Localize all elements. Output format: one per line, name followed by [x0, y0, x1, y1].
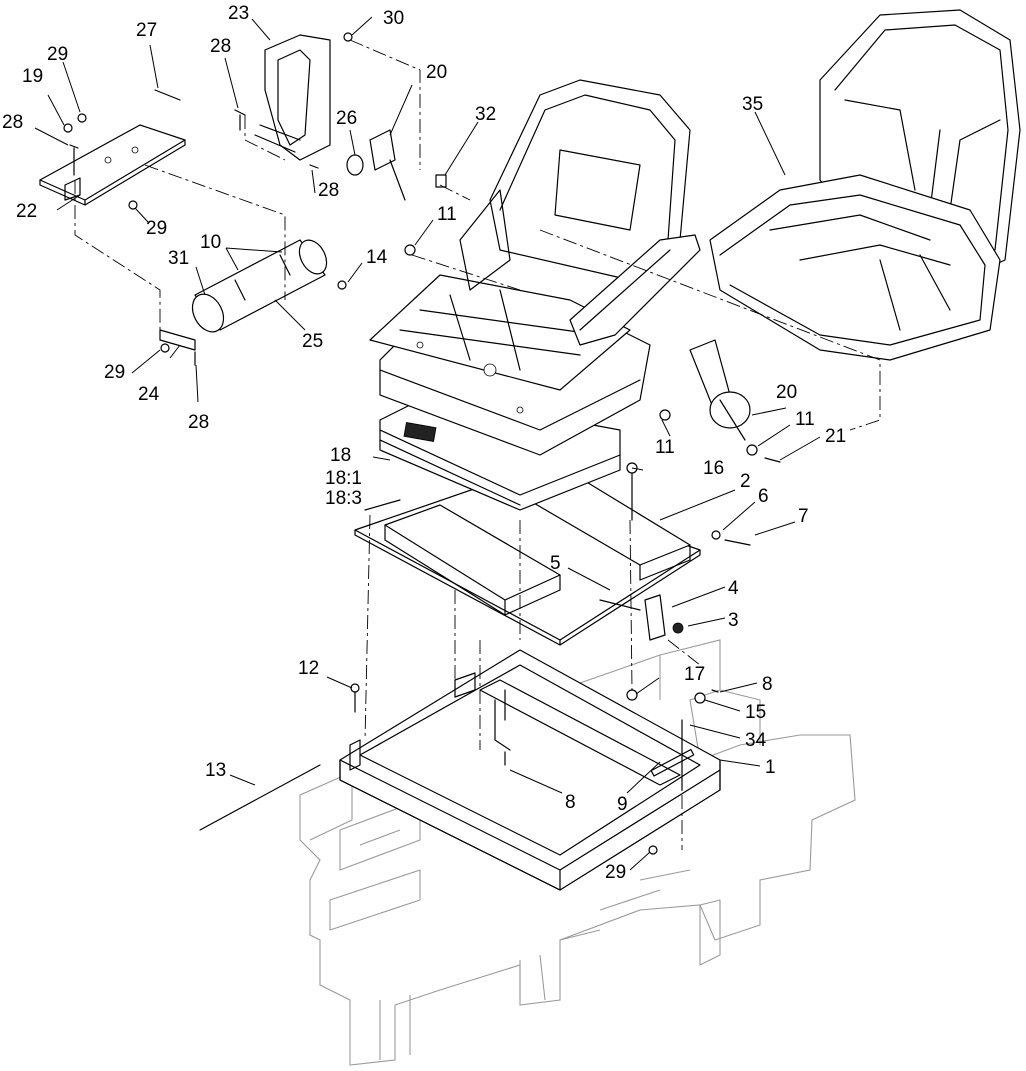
callout-11-top: 11 — [437, 204, 457, 225]
callout-18: 18 — [330, 445, 351, 466]
callout-35: 35 — [742, 94, 763, 115]
callout-18-3: 18:3 — [325, 488, 362, 509]
callout-10: 10 — [200, 232, 221, 253]
callout-20-right: 20 — [776, 382, 797, 403]
callout-14: 14 — [366, 247, 388, 268]
callout-31: 31 — [168, 248, 189, 269]
callout-25: 25 — [302, 331, 323, 352]
seat-mount-frame — [339, 649, 721, 891]
callout-29-plate: 29 — [104, 362, 125, 383]
callout-4: 4 — [728, 578, 739, 599]
slide-plate — [354, 477, 701, 646]
callout-1: 1 — [765, 757, 776, 778]
callout-labels: 1 2 3 4 5 6 7 8 8 9 10 11 11 11 12 13 14… — [2, 3, 846, 883]
callout-17: 17 — [684, 664, 705, 685]
left-bracket-assembly — [39, 34, 331, 351]
callout-6: 6 — [758, 486, 769, 507]
callout-18-1: 18:1 — [325, 468, 362, 489]
callout-20-top: 20 — [426, 62, 447, 83]
hardware — [63, 32, 781, 855]
callout-29-frame: 29 — [605, 862, 626, 883]
seat-belt-parts — [369, 129, 751, 441]
callout-16: 16 — [703, 458, 724, 479]
callout-8-lower: 8 — [565, 792, 576, 813]
leader-lines — [34, 16, 821, 871]
callout-23: 23 — [228, 3, 249, 24]
alignment-lines — [74, 39, 881, 850]
callout-11-right: 11 — [795, 409, 815, 430]
callout-11-left: 11 — [655, 437, 675, 458]
callout-28-mid: 28 — [318, 180, 339, 201]
callout-12: 12 — [298, 658, 319, 679]
callout-28-bottom: 28 — [188, 412, 209, 433]
callout-7: 7 — [798, 506, 809, 527]
cylinder-assembly — [191, 239, 328, 333]
callout-2: 2 — [740, 471, 751, 492]
callout-28-left: 28 — [2, 112, 23, 133]
seat-cushion — [709, 9, 1021, 361]
callout-9: 9 — [617, 794, 628, 815]
callout-5: 5 — [550, 553, 561, 574]
callout-19: 19 — [22, 66, 43, 87]
seat-assembly — [369, 79, 701, 511]
callout-34: 34 — [745, 730, 767, 751]
callout-28-top: 28 — [210, 36, 231, 57]
callout-24: 24 — [138, 384, 160, 405]
callout-21: 21 — [825, 426, 846, 447]
callout-8-upper: 8 — [762, 674, 773, 695]
callout-29-topleft: 29 — [47, 44, 68, 65]
callout-13: 13 — [205, 760, 226, 781]
callout-22: 22 — [16, 201, 37, 222]
callout-3: 3 — [728, 610, 739, 631]
callout-27: 27 — [136, 20, 157, 41]
callout-29-bracket: 29 — [146, 218, 167, 239]
callout-32: 32 — [475, 104, 496, 125]
callout-30: 30 — [383, 8, 404, 29]
callout-26: 26 — [336, 108, 357, 129]
callout-15: 15 — [745, 702, 766, 723]
